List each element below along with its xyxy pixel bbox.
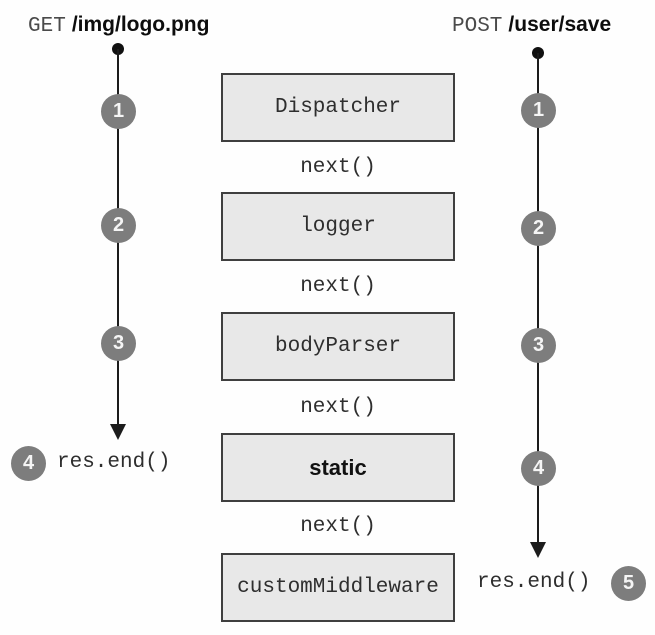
middleware-label-custommiddleware: customMiddleware	[237, 576, 439, 599]
right-res-end-label: res.end()	[477, 571, 591, 594]
middleware-label-logger: logger	[300, 215, 376, 238]
right-request-header: POST/user/save	[452, 13, 611, 39]
left-request-header: GET/img/logo.png	[28, 13, 209, 39]
left-end-step-circle: 4	[11, 446, 46, 481]
right-step-circle-1: 1	[521, 93, 556, 128]
right-flow-line	[537, 53, 539, 544]
middleware-box-logger: logger	[221, 192, 455, 261]
right-flow-arrowhead-icon	[530, 542, 546, 558]
right-request-method: POST	[452, 15, 503, 38]
middleware-box-bodyparser: bodyParser	[221, 312, 455, 381]
next-call-label-1: next()	[300, 156, 376, 179]
left-res-end-label: res.end()	[57, 451, 171, 474]
left-request-path: /img/logo.png	[71, 13, 210, 36]
left-request-method: GET	[28, 15, 66, 38]
left-step-circle-2: 2	[101, 208, 136, 243]
right-step-circle-3: 3	[521, 328, 556, 363]
middleware-label-static: static	[309, 454, 367, 480]
left-flow-arrowhead-icon	[110, 424, 126, 440]
middleware-label-bodyparser: bodyParser	[274, 335, 402, 358]
right-end-step-circle: 5	[611, 566, 646, 601]
middleware-box-static: static	[221, 433, 455, 502]
left-step-circle-3: 3	[101, 326, 136, 361]
next-call-label-4: next()	[300, 515, 376, 538]
left-step-circle-1: 1	[101, 94, 136, 129]
right-request-path: /user/save	[508, 13, 612, 36]
next-call-label-2: next()	[300, 275, 376, 298]
right-step-circle-2: 2	[521, 211, 556, 246]
next-call-label-3: next()	[300, 396, 376, 419]
middleware-box-custommiddleware: customMiddleware	[221, 553, 455, 622]
middleware-box-dispatcher: Dispatcher	[221, 73, 455, 142]
right-step-circle-4: 4	[521, 451, 556, 486]
middleware-label-dispatcher: Dispatcher	[274, 96, 402, 119]
